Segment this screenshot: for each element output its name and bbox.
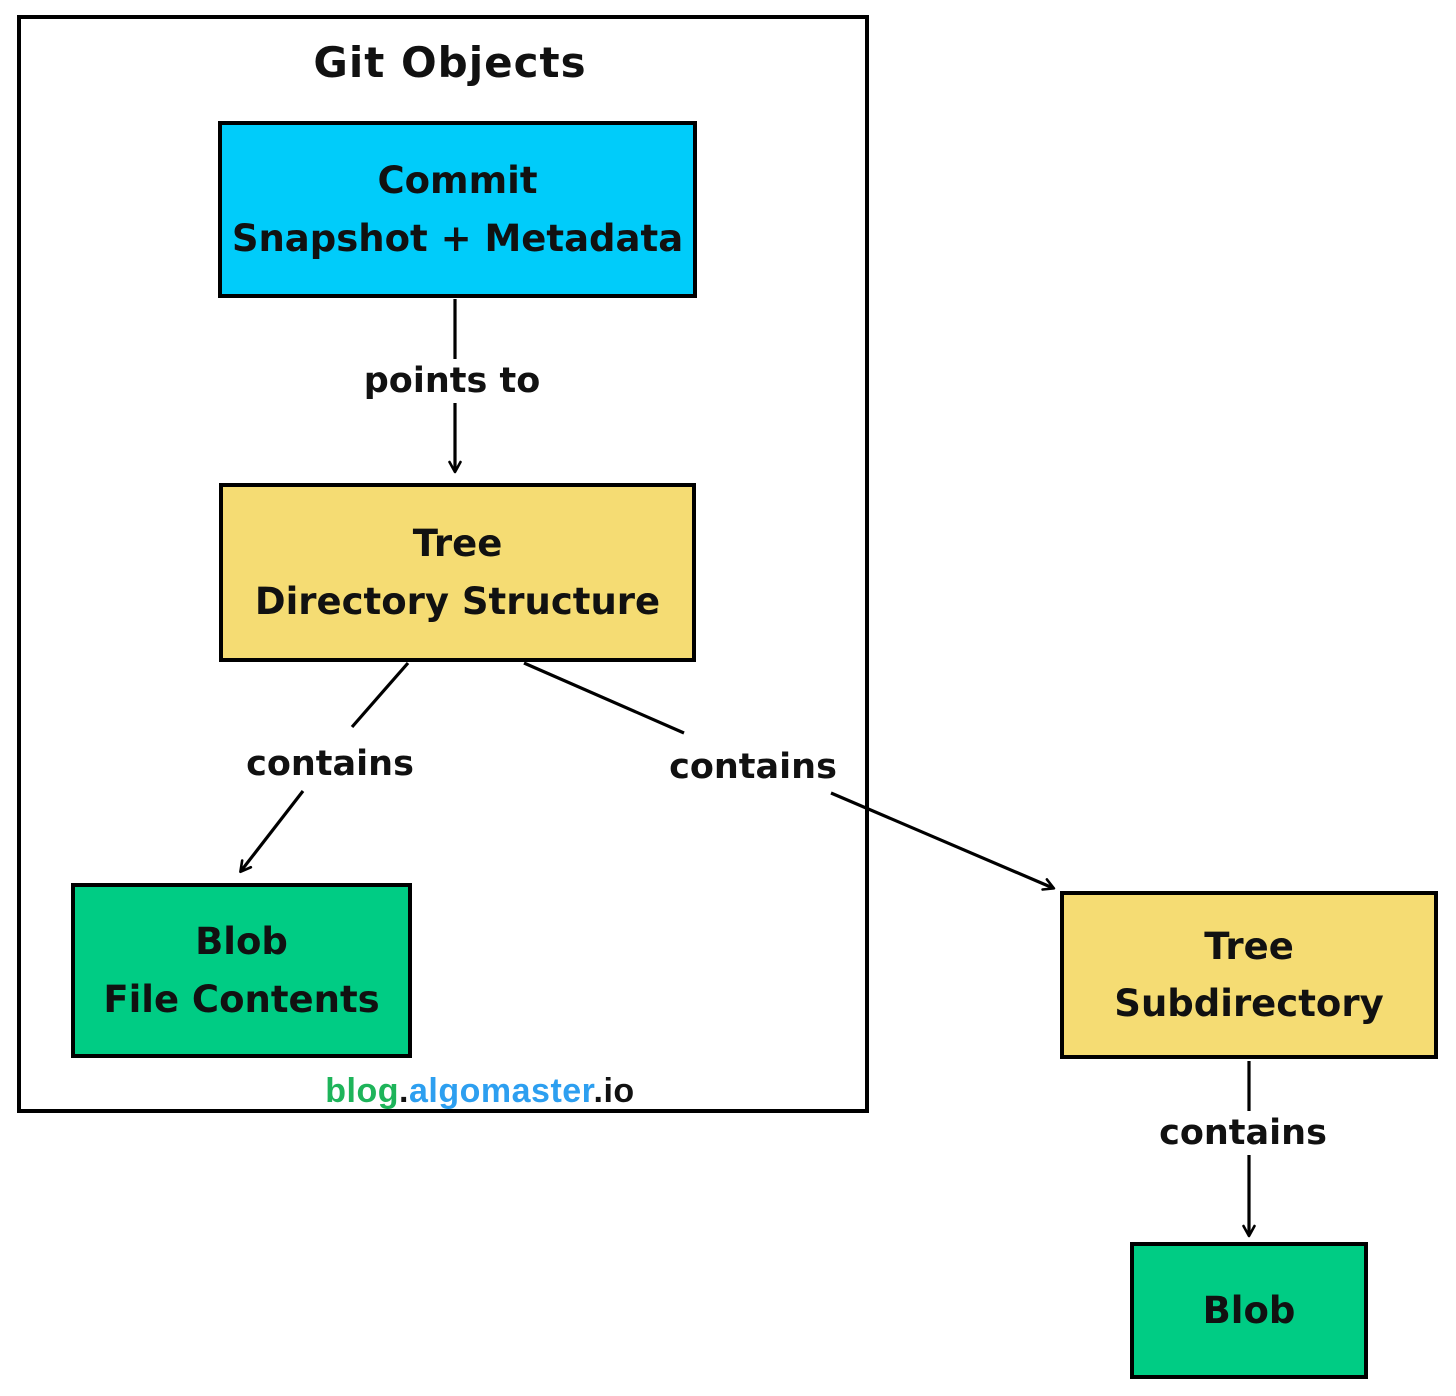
node-tree-subdirectory-title: Tree <box>1204 924 1294 968</box>
watermark-blog: blog <box>325 1072 400 1110</box>
watermark-dot-io: .io <box>593 1072 635 1110</box>
node-tree: Tree Directory Structure <box>219 483 696 662</box>
node-commit-title: Commit <box>377 159 538 203</box>
edge-label-contains-blob-2: contains <box>1151 1111 1335 1155</box>
node-tree-subdirectory: Tree Subdirectory <box>1060 891 1438 1059</box>
node-commit-subtitle: Snapshot + Metadata <box>231 216 684 260</box>
node-blob-subtitle: File Contents <box>103 977 380 1021</box>
node-commit: Commit Snapshot + Metadata <box>218 121 697 298</box>
node-blob-2-title: Blob <box>1202 1288 1296 1332</box>
node-tree-subtitle: Directory Structure <box>254 579 661 623</box>
node-blob-2: Blob <box>1130 1242 1368 1379</box>
node-blob: Blob File Contents <box>71 883 412 1058</box>
watermark-dot-1: . <box>399 1072 409 1110</box>
watermark: blog.algomaster.io <box>180 1072 780 1111</box>
node-tree-title: Tree <box>412 522 503 566</box>
watermark-algomaster: algomaster <box>409 1072 594 1110</box>
node-tree-subdirectory-subtitle: Subdirectory <box>1114 982 1384 1025</box>
edge-label-points-to: points to <box>355 359 549 403</box>
diagram-title: Git Objects <box>313 38 587 87</box>
node-blob-title: Blob <box>195 920 288 964</box>
edge-label-contains-subtree: contains <box>661 745 845 789</box>
edge-label-contains-blob: contains <box>238 742 422 786</box>
